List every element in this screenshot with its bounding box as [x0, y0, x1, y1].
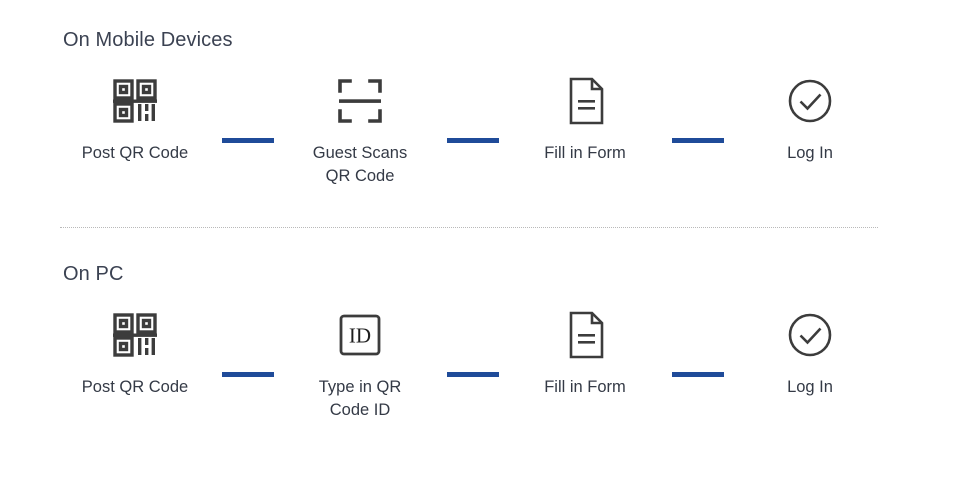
step-item: Post QR Code — [40, 306, 230, 399]
section-title-mobile: On Mobile Devices — [63, 29, 233, 51]
document-form-icon — [490, 306, 680, 364]
steps-row-mobile: Post QR Code Guest Scans QR Code — [0, 72, 956, 202]
step-label: Guest Scans QR Code — [312, 144, 408, 185]
step-item: Fill in Form — [490, 306, 680, 399]
step-connector — [222, 372, 274, 377]
qr-code-icon — [40, 306, 230, 364]
step-connector — [672, 372, 724, 377]
svg-text:ID: ID — [349, 324, 371, 348]
step-label: Fill in Form — [544, 378, 626, 396]
step-connector — [672, 138, 724, 143]
section-title-pc: On PC — [63, 263, 124, 285]
qr-code-icon — [40, 72, 230, 130]
step-label: Log In — [787, 378, 833, 396]
steps-row-pc: Post QR Code ID Type in QR Code ID — [0, 306, 956, 436]
id-box-icon: ID — [265, 306, 455, 364]
step-connector — [222, 138, 274, 143]
step-item: Post QR Code — [40, 72, 230, 165]
step-item: Log In — [715, 306, 905, 399]
step-connector — [447, 138, 499, 143]
step-item: Guest Scans QR Code — [265, 72, 455, 188]
section-divider — [60, 227, 878, 228]
step-label: Log In — [787, 144, 833, 162]
qr-scan-viewfinder-icon — [265, 72, 455, 130]
step-item: Log In — [715, 72, 905, 165]
check-circle-icon — [715, 72, 905, 130]
step-label: Type in QR Code ID — [318, 378, 402, 419]
step-item: Fill in Form — [490, 72, 680, 165]
check-circle-icon — [715, 306, 905, 364]
step-label: Fill in Form — [544, 144, 626, 162]
step-label: Post QR Code — [81, 144, 189, 162]
step-item: ID Type in QR Code ID — [265, 306, 455, 422]
step-label: Post QR Code — [81, 378, 189, 396]
step-connector — [447, 372, 499, 377]
document-form-icon — [490, 72, 680, 130]
